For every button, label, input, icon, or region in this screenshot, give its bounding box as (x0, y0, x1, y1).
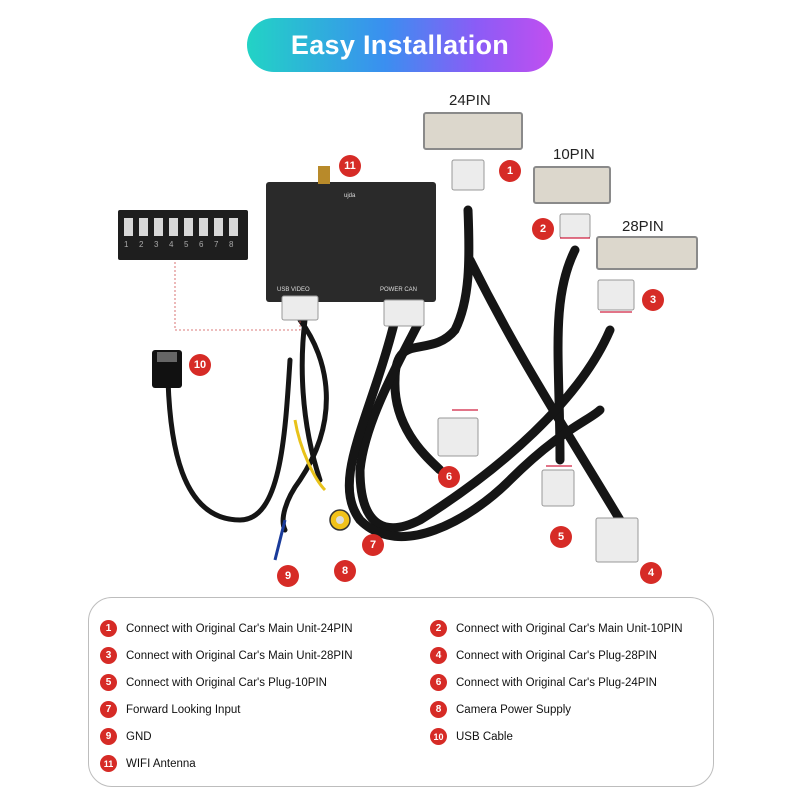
cable-harness-d (355, 315, 615, 533)
legend-text: Connect with Original Car's Main Unit-28… (126, 649, 353, 662)
legend-num: 5 (100, 674, 117, 691)
gnd-wire (273, 519, 287, 561)
dip-numbers: 1 2 3 4 5 6 7 8 (124, 240, 234, 249)
legend-num: 4 (430, 647, 447, 664)
module-usb-video-label: USB VIDEO (277, 287, 310, 293)
legend-num: 7 (100, 701, 117, 718)
legend-num: 6 (430, 674, 447, 691)
legend-num: 2 (430, 620, 447, 637)
yellow-wire (293, 419, 327, 492)
legend-item-10: 10 USB Cable (430, 728, 513, 745)
marker-4: 4 (640, 562, 662, 584)
legend-num: 9 (100, 728, 117, 745)
legend-text: Connect with Original Car's Plug-24PIN (456, 676, 657, 689)
module-plug-left (281, 295, 319, 321)
cable-harness-b (465, 255, 625, 525)
legend-text: Connect with Original Car's Plug-10PIN (126, 676, 327, 689)
marker-3: 3 (642, 289, 664, 311)
marker-9: 9 (277, 565, 299, 587)
antenna-connector (318, 166, 330, 184)
legend-panel: 1 Connect with Original Car's Main Unit-… (88, 597, 714, 787)
legend-text: Forward Looking Input (126, 703, 241, 716)
legend-item-7: 7 Forward Looking Input (100, 701, 240, 718)
plug-2 (559, 213, 591, 239)
marker-2: 2 (532, 218, 554, 240)
label-10pin: 10PIN (553, 146, 595, 163)
title-banner: Easy Installation (247, 18, 553, 72)
legend-text: Camera Power Supply (456, 703, 572, 716)
cable-harness-a (390, 205, 474, 475)
dip-switch (118, 210, 248, 260)
label-28pin: 28PIN (622, 218, 664, 235)
marker-10: 10 (189, 354, 211, 376)
module-top-label: ujda (344, 193, 356, 199)
legend-text: Connect with Original Car's Main Unit-10… (456, 622, 683, 635)
plug-6 (437, 417, 479, 457)
legend-num: 3 (100, 647, 117, 664)
marker-1: 1 (499, 160, 521, 182)
harness-illustration (118, 159, 639, 563)
cable-harness-c (553, 245, 580, 465)
legend-text: WIFI Antenna (126, 757, 196, 770)
legend-item-6: 6 Connect with Original Car's Plug-24PIN (430, 674, 657, 691)
legend-item-9: 9 GND (100, 728, 152, 745)
banner-title: Easy Installation (290, 29, 510, 60)
legend-text: Connect with Original Car's Plug-28PIN (456, 649, 657, 662)
label-24pin: 24PIN (449, 92, 491, 109)
legend-text: Connect with Original Car's Main Unit-24… (126, 622, 353, 635)
connector-10pin-image (533, 166, 611, 204)
legend-item-1: 1 Connect with Original Car's Main Unit-… (100, 620, 353, 637)
legend-num: 8 (430, 701, 447, 718)
camera-cable (299, 317, 323, 483)
marker-6: 6 (438, 466, 460, 488)
plug-1 (451, 159, 485, 191)
module-plug-right (383, 299, 425, 327)
plug-4 (595, 517, 639, 563)
legend-item-11: 11 WIFI Antenna (100, 755, 196, 772)
marker-7: 7 (362, 534, 384, 556)
module-power-can-label: POWER CAN (380, 287, 418, 293)
connector-24pin-image (423, 112, 523, 150)
marker-11: 11 (339, 155, 361, 177)
marker-5: 5 (550, 526, 572, 548)
plug-3 (597, 279, 635, 311)
legend-num: 1 (100, 620, 117, 637)
usb-cable (165, 357, 293, 523)
legend-item-2: 2 Connect with Original Car's Main Unit-… (430, 620, 683, 637)
legend-item-8: 8 Camera Power Supply (430, 701, 571, 718)
connector-28pin-image (596, 236, 698, 270)
cable-harness-e (344, 315, 605, 542)
legend-item-3: 3 Connect with Original Car's Main Unit-… (100, 647, 353, 664)
legend-text: USB Cable (456, 730, 513, 743)
legend-text: GND (126, 730, 152, 743)
plug-5 (541, 469, 575, 507)
marker-8: 8 (334, 560, 356, 582)
legend-item-5: 5 Connect with Original Car's Plug-10PIN (100, 674, 327, 691)
legend-item-4: 4 Connect with Original Car's Plug-28PIN (430, 647, 657, 664)
module-box (266, 182, 436, 302)
legend-num: 10 (430, 728, 447, 745)
legend-num: 11 (100, 755, 117, 772)
